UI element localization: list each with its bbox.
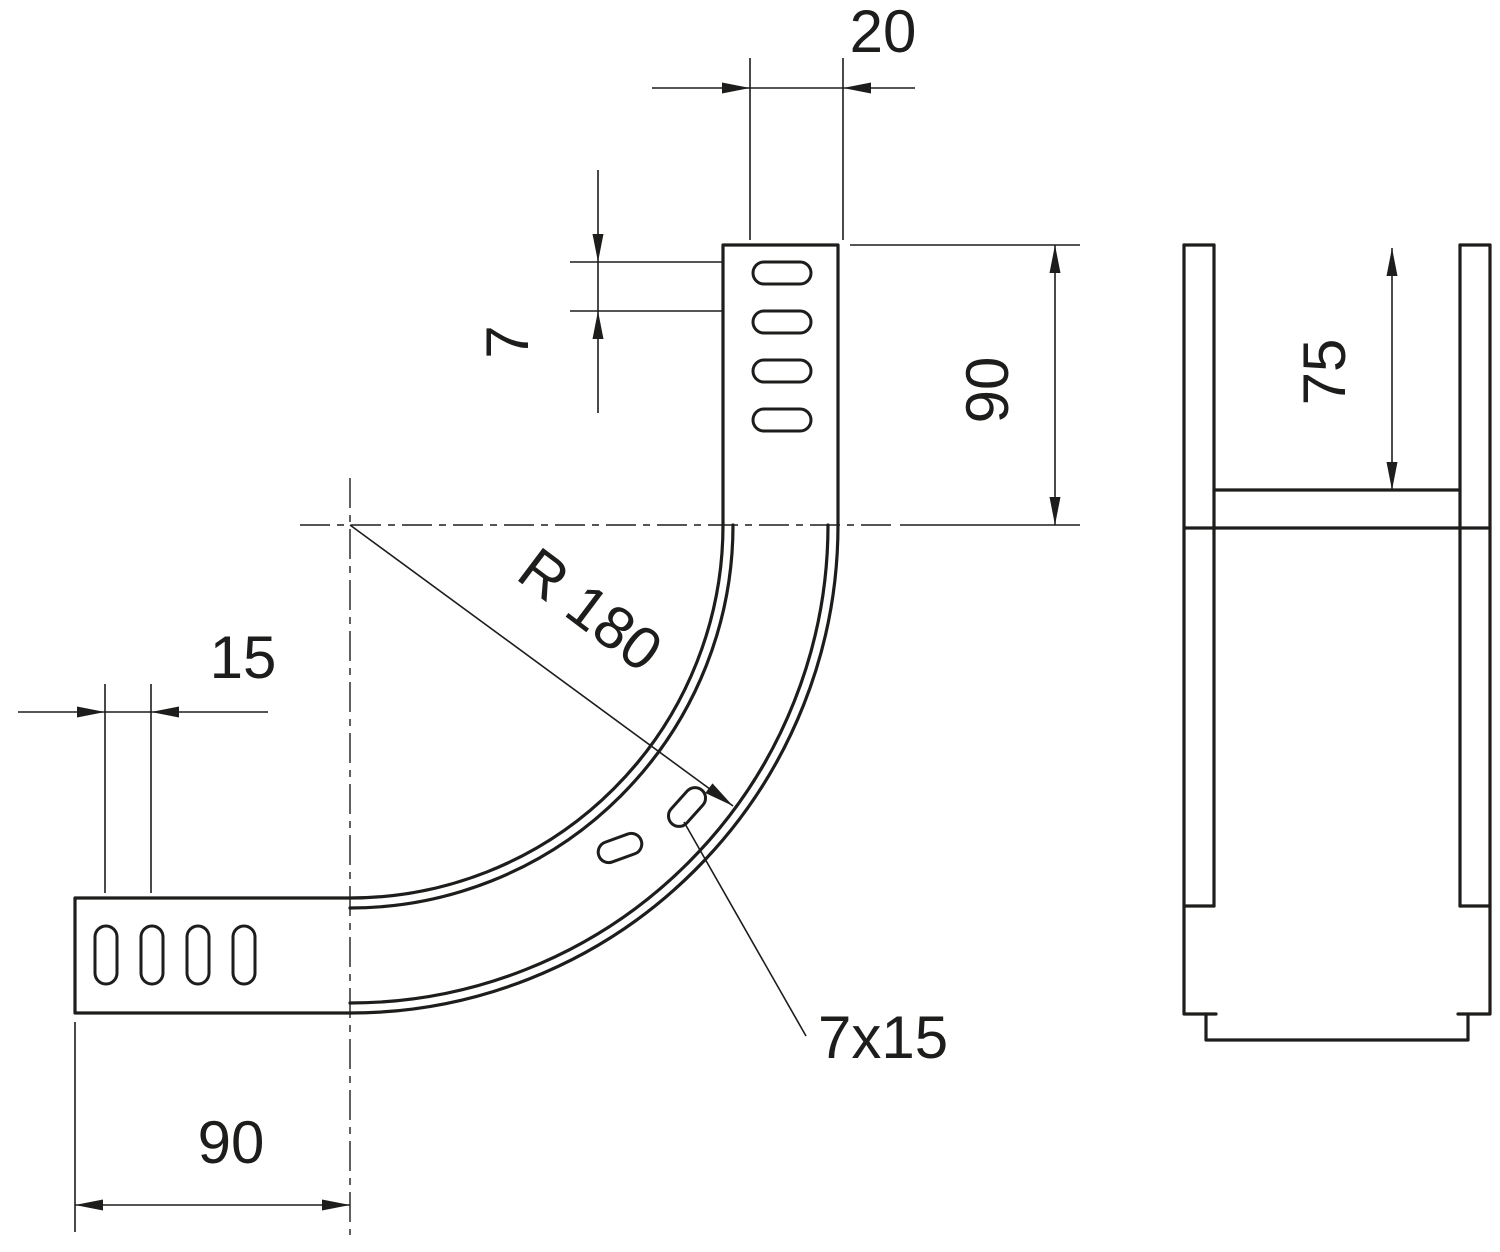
slot <box>139 924 165 986</box>
dim-label-20: 20 <box>850 0 917 65</box>
side-view: 75 <box>1182 243 1492 1042</box>
bend-outline <box>73 243 840 1015</box>
radius-label: R 180 <box>506 535 674 685</box>
dim-label-90-bottom: 90 <box>198 1109 265 1176</box>
dimensions: 20 7 90 15 <box>18 0 1080 1232</box>
slot <box>93 924 119 986</box>
dim-label-7: 7 <box>474 325 541 358</box>
dimension-horizontal-leg: 90 <box>74 1022 350 1232</box>
slot <box>751 358 813 384</box>
dimension-vertical-leg: 90 <box>850 244 1080 526</box>
dim-label-75: 75 <box>1291 339 1358 406</box>
slot <box>231 924 257 986</box>
dim-label-15: 15 <box>210 624 277 691</box>
dimension-slot-pitch: 15 <box>18 624 276 893</box>
slot <box>751 309 813 335</box>
slot <box>751 260 813 286</box>
slot-size-label: 7x15 <box>818 1004 948 1071</box>
main-view <box>73 243 893 1235</box>
slot-bend <box>666 786 708 828</box>
dimension-slot-height: 7 <box>474 170 722 413</box>
radius-annotation: R 180 <box>349 524 734 807</box>
slot-bend <box>596 831 644 865</box>
dimension-side-height: 75 <box>1291 248 1398 490</box>
slot <box>751 407 813 433</box>
dim-label-90-right: 90 <box>954 357 1021 424</box>
bend-flange-line-outer <box>348 523 830 1005</box>
side-bottom-channel <box>1204 1012 1470 1042</box>
slot-size-annotation: 7x15 <box>683 821 948 1071</box>
dimension-top-slot-width: 20 <box>652 0 916 240</box>
slot <box>185 924 211 986</box>
bend-flange-line-inner <box>348 523 735 910</box>
